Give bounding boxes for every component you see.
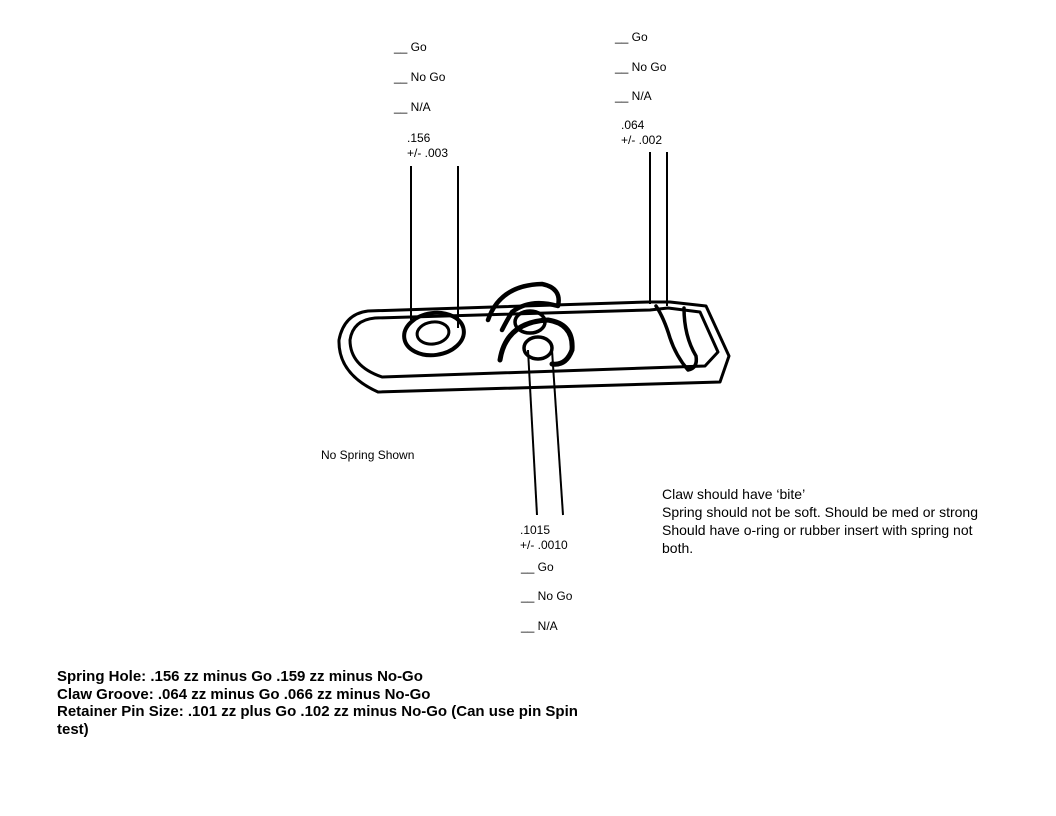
retainer-pin-leader-left — [527, 349, 538, 516]
retainer-loop-back — [485, 281, 561, 333]
retainer-pin-na: __ N/A — [521, 619, 558, 633]
retainer-pin-no-go: __ No Go — [521, 589, 573, 603]
spring-hole-na: __ N/A — [394, 100, 431, 114]
spring-hole-nominal: .156 — [407, 131, 431, 145]
claw-groove-go: __ Go — [615, 30, 648, 44]
spring-hole-dimension: .156 +/- .003 — [407, 131, 448, 161]
note-line: both. — [662, 540, 694, 556]
spec-line: test) — [57, 720, 89, 738]
retainer-pin-tolerance: +/- .0010 — [520, 538, 568, 552]
claw-groove-tolerance: +/- .002 — [621, 133, 663, 147]
retainer-pin-nominal: .1015 — [520, 523, 551, 537]
spec-line: Retainer Pin Size: .101 zz plus Go .102 … — [57, 703, 578, 720]
spring-hole-no-go: __ No Go — [394, 70, 446, 84]
spring-hole-inner — [415, 320, 451, 346]
retainer-loop-front — [497, 317, 575, 367]
retainer-pin-leader-right — [551, 349, 564, 516]
retainer-pin-go: __ Go — [521, 560, 554, 574]
claw-groove-no-go: __ No Go — [615, 60, 667, 74]
claw-groove-na: __ N/A — [615, 89, 652, 103]
plate-inner-edge — [348, 306, 720, 379]
plate-outline — [337, 300, 731, 394]
spec-line: Spring Hole: .156 zz minus Go .159 zz mi… — [57, 668, 423, 685]
retainer-pin-dimension: .1015 +/- .0010 — [520, 523, 568, 553]
claw-groove-dimension: .064 +/- .002 — [621, 118, 662, 148]
spec-line: Claw Groove: .064 zz minus Go .066 zz mi… — [57, 685, 431, 703]
claw-groove — [654, 304, 699, 372]
note-line: Should have o-ring or rubber insert with… — [662, 522, 973, 538]
retainer-pin-hole — [522, 335, 554, 361]
inspection-notes: Claw should have ‘bite’ Spring should no… — [662, 485, 1042, 557]
spring-hole-tolerance: +/- .003 — [407, 146, 449, 160]
note-line: Claw should have ‘bite’ — [662, 486, 806, 502]
note-line: Spring should not be soft. Should be med… — [662, 504, 978, 520]
gauge-specifications: Spring Hole: .156 zz minus Go .159 zz mi… — [57, 668, 637, 738]
no-spring-caption: No Spring Shown — [321, 448, 415, 462]
spring-hole-go: __ Go — [394, 40, 427, 54]
spring-hole-outer — [402, 310, 466, 358]
claw-groove-nominal: .064 — [621, 118, 645, 132]
